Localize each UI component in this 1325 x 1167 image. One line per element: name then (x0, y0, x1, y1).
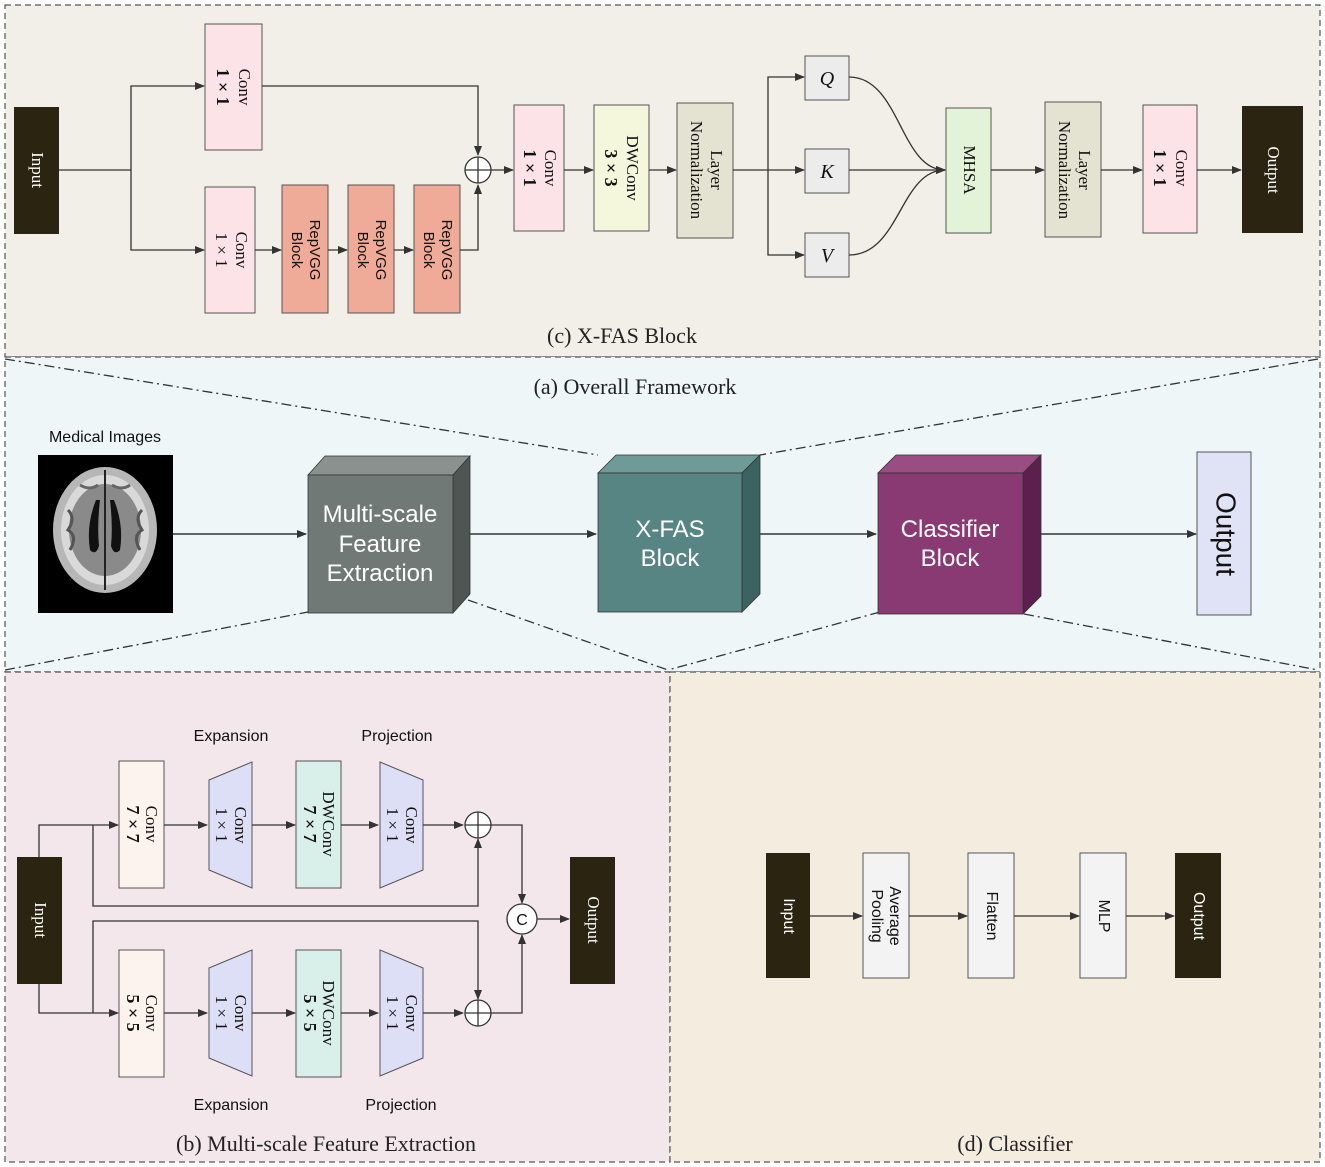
svg-text:RepVGGBlock: RepVGGBlock (420, 220, 455, 281)
v-label: V (821, 245, 836, 267)
avgpool-box (862, 852, 910, 979)
svg-text:RepVGGBlock: RepVGGBlock (354, 220, 389, 281)
xfas-output (1242, 106, 1303, 233)
projection-bottom-label: Projection (365, 1097, 436, 1114)
repvgg-block-1 (281, 184, 329, 314)
q-label: Q (820, 68, 835, 90)
xfas-conv-out (1142, 104, 1198, 234)
svg-text:Conv5 × 5: Conv5 × 5 (123, 994, 161, 1032)
overall-output-label: Output (1211, 492, 1242, 576)
svg-text:Conv1 × 1: Conv1 × 1 (212, 995, 250, 1032)
classifier-title: (d) Classifier (957, 1131, 1073, 1156)
xfas-conv-mid (513, 104, 565, 232)
svg-text:DWConv7 × 7: DWConv7 × 7 (300, 791, 338, 857)
msfe-input-label: Input (31, 902, 50, 938)
overall-output-box (1196, 451, 1252, 616)
svg-text:Conv7 × 7: Conv7 × 7 (123, 805, 161, 843)
conv5-box (118, 949, 165, 1078)
expansion-top-label: Expansion (194, 728, 269, 745)
cls-output-label: Output (1190, 892, 1207, 941)
msfe-section: Expansion Projection Expansion Projectio… (17, 728, 615, 1156)
msfe-add-top-icon (464, 811, 492, 839)
flatten-box (967, 852, 1015, 979)
xfas-section: Input Conv1 × 1 Conv1 × 1 RepVGGBlock Re… (14, 23, 1303, 348)
k-box (804, 148, 850, 194)
cls-input-label: Input (780, 898, 797, 934)
xfas-title: (c) X-FAS Block (547, 323, 697, 348)
msfe-add-bottom-icon (464, 999, 492, 1027)
brain-mri-image (38, 455, 173, 613)
svg-text:DWConv3 × 3: DWConv3 × 3 (601, 135, 642, 201)
xfas-conv-bottom (204, 186, 256, 314)
medical-images-label: Medical Images (49, 429, 161, 446)
concat-label: C (516, 912, 528, 929)
expansion-trapezoid-top (208, 761, 253, 889)
dwconv5-box (295, 949, 342, 1078)
xfas-panel (4, 4, 1321, 358)
expansion-bottom-label: Expansion (194, 1097, 269, 1114)
xfas-conv-top (204, 23, 263, 151)
svg-text:AveragePooling: AveragePooling (868, 886, 903, 945)
mlp-label: MLP (1095, 900, 1112, 933)
msfe-panel (4, 671, 671, 1163)
xfas-dwconv (593, 104, 650, 232)
xfas-add-icon (464, 156, 492, 184)
projection-trapezoid-top (379, 761, 424, 889)
repvgg-block-3 (413, 184, 461, 314)
expansion-trapezoid-bottom (208, 949, 253, 1077)
q-box (804, 55, 850, 101)
cls-output (1175, 853, 1221, 978)
svg-text:Conv1 × 1: Conv1 × 1 (383, 807, 421, 844)
projection-top-label: Projection (361, 728, 432, 745)
projection-trapezoid-bottom (379, 949, 424, 1077)
svg-text:LayerNormalization: LayerNormalization (687, 121, 726, 220)
svg-text:Conv1 × 1: Conv1 × 1 (213, 68, 254, 106)
xfas-layernorm-2 (1044, 101, 1102, 238)
msfe-title: (b) Multi-scale Feature Extraction (176, 1131, 476, 1156)
msfe-input (17, 857, 62, 984)
msfe-output (570, 857, 615, 984)
overall-section: (a) Overall Framework Medical Images (4, 358, 1319, 671)
svg-text:Conv1 × 1: Conv1 × 1 (520, 149, 560, 187)
svg-text:RepVGGBlock: RepVGGBlock (288, 220, 323, 281)
svg-text:Conv1 × 1: Conv1 × 1 (383, 995, 421, 1032)
conv7-box (118, 760, 165, 889)
cls-input (766, 853, 810, 978)
msfe-output-label: Output (584, 896, 603, 944)
xfas-input-label: Input (28, 152, 47, 188)
svg-text:Conv1 × 1: Conv1 × 1 (1150, 149, 1191, 187)
svg-text:Conv1 × 1: Conv1 × 1 (212, 807, 250, 844)
mlp-box (1079, 852, 1127, 979)
svg-text:DWConv5 × 5: DWConv5 × 5 (300, 980, 338, 1046)
flatten-label: Flatten (983, 892, 1000, 941)
xfas-layernorm-1 (676, 102, 734, 239)
k-label: K (819, 161, 835, 183)
mhsa-label: MHSA (960, 145, 979, 195)
repvgg-block-2 (347, 184, 395, 314)
overall-title: (a) Overall Framework (534, 374, 737, 399)
svg-text:Conv1 × 1: Conv1 × 1 (212, 232, 251, 269)
svg-text:LayerNormalization: LayerNormalization (1055, 121, 1094, 220)
xfas-output-label: Output (1264, 146, 1283, 194)
dwconv7-box (295, 760, 342, 889)
classifier-section: Input AveragePooling Flatten MLP Output … (766, 852, 1221, 1156)
